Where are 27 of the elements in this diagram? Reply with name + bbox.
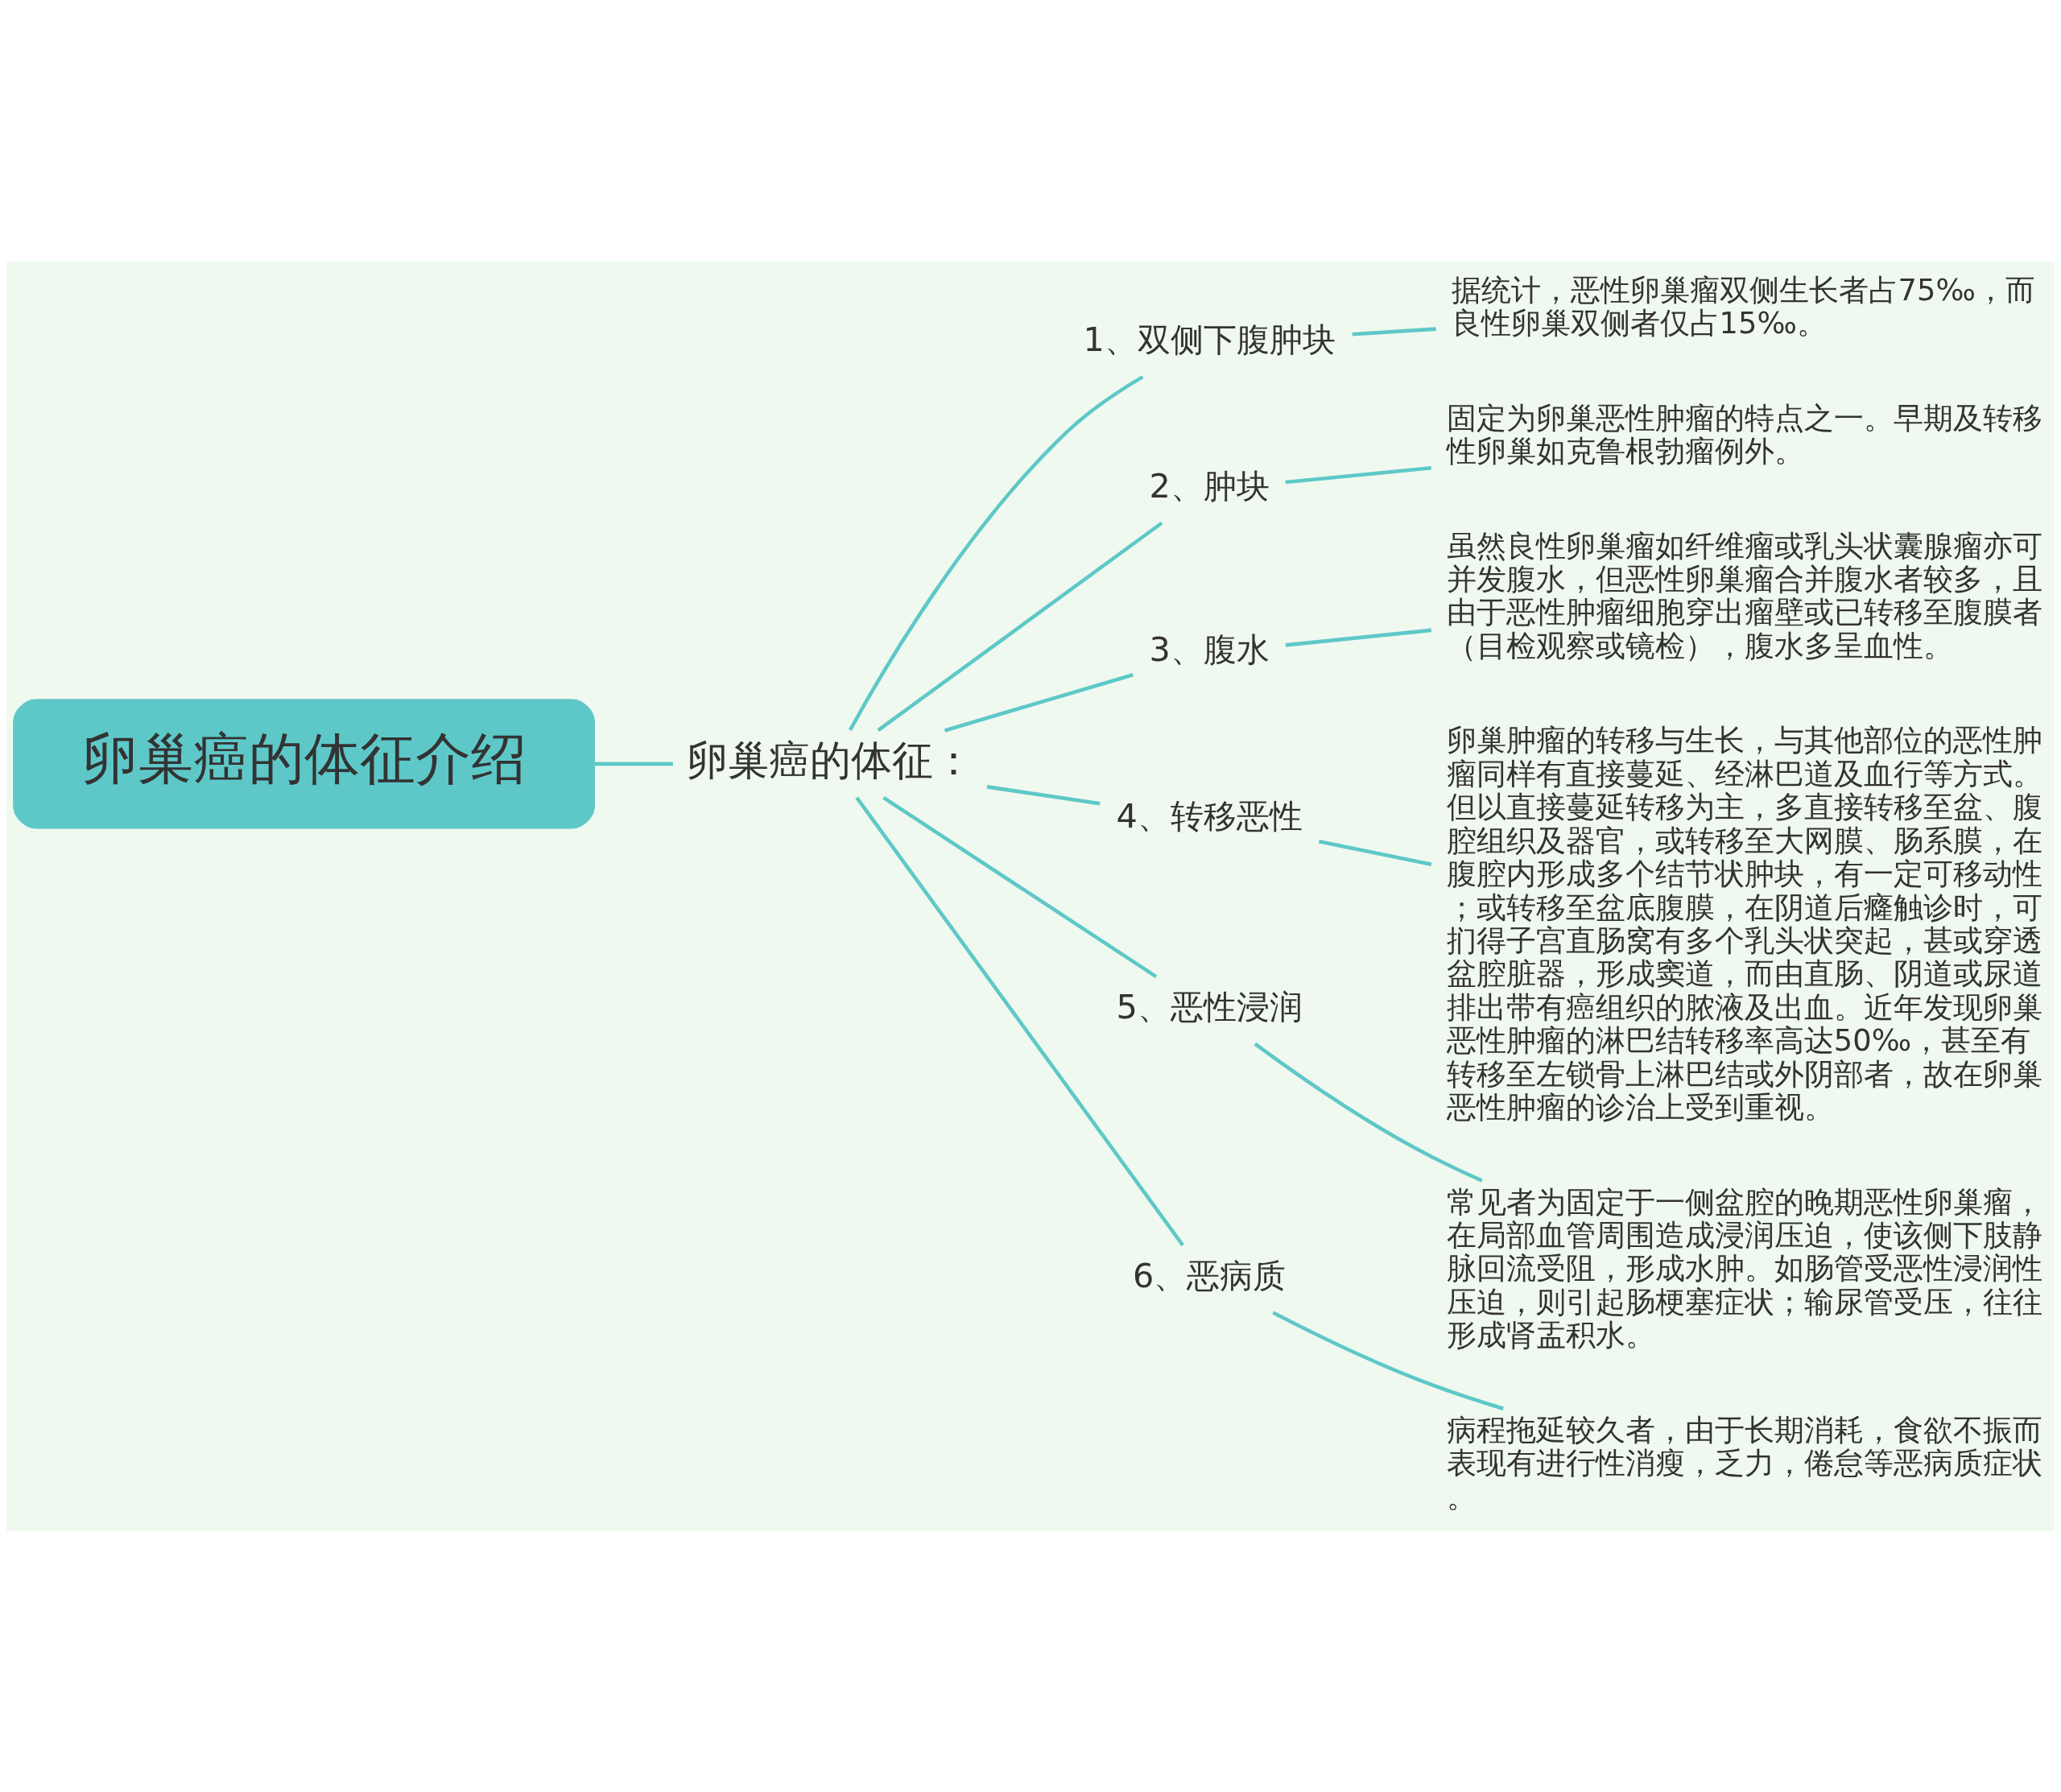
node-text: 病程拖延较久者，由于长期消耗，食欲不振而表现有进行性消瘦，乏力，倦怠等恶病质症状。 bbox=[1446, 1412, 2042, 1514]
node-text: 常见者为固定于一侧盆腔的晚期恶性卵巢瘤，在局部血管周围造成浸润压迫，使该侧下肢静脉回流受阻，形成水肿。如肠管受恶性浸润性压迫，则引起肠梗塞症状；输尿管受压，往往形成肾盂积水。 bbox=[1446, 1184, 2042, 1352]
connector bbox=[1285, 628, 1432, 647]
connector bbox=[986, 784, 1101, 805]
node-text: 固定为卵巢恶性肿瘤的特点之一。早期及转移性卵巢如克鲁根勃瘤例外。 bbox=[1446, 400, 2042, 469]
connector bbox=[944, 672, 1134, 733]
node-text: 1、双侧下腹肿块 bbox=[1083, 320, 1336, 359]
connector bbox=[1352, 326, 1436, 336]
connector bbox=[848, 374, 1144, 731]
node-box: 卵巢癌的体征介绍 bbox=[13, 698, 595, 828]
connector bbox=[855, 796, 1184, 1246]
node-text: 据统计，恶性卵巢瘤双侧生长者占75‰，而良性卵巢双侧者仅占15‰。 bbox=[1451, 272, 2035, 341]
node-text: 6、恶病质 bbox=[1132, 1256, 1287, 1295]
connector bbox=[1254, 1042, 1483, 1183]
node-text: 虽然良性卵巢瘤如纤维瘤或乳头状囊腺瘤亦可并发腹水，但恶性卵巢瘤合并腹水者较多，且由于恶性肿瘤细胞穿出瘤壁或已转移至腹膜者（目检观察或镜检），腹水多呈血性。 bbox=[1446, 528, 2042, 663]
node-text: 卵巢癌的体征： bbox=[686, 736, 974, 784]
connector bbox=[1285, 465, 1432, 484]
node-text: 卵巢肿瘤的转移与生长，与其他部位的恶性肿瘤同样有直接蔓延、经淋巴道及血行等方式。但以直接蔓延转移为主，多直接转移至盆、腹腔组织及器官，或转移至大网膜、肠系膜，在腹腔内形成多个结节状肿块，有一定可移动性；或转移至盆底腹膜，在阴道后癃触诊时，可扪得子宫直肠窝有多个乳头状突起，甚或穿透盆腔脏器，形成窦道，而由直肠、阴道或尿道排出带有癌组织的脓液及出血。近年发现卵巢恶性肿瘤的淋巴结转移率高达50‰，甚至有转移至左锁骨上淋巴结或外阴部者，故在卵巢恶性肿瘤的诊治上受到重视。 bbox=[1446, 722, 2042, 1125]
connector bbox=[1272, 1310, 1504, 1410]
node-text: 2、肿块 bbox=[1149, 466, 1270, 506]
connector bbox=[877, 521, 1163, 732]
node-text: 3、腹水 bbox=[1149, 630, 1270, 669]
connector bbox=[882, 795, 1158, 978]
connector bbox=[594, 762, 673, 766]
node-text: 4、转移恶性 bbox=[1116, 796, 1303, 836]
node-text: 5、恶性浸润 bbox=[1116, 987, 1303, 1026]
connector bbox=[1318, 839, 1432, 866]
